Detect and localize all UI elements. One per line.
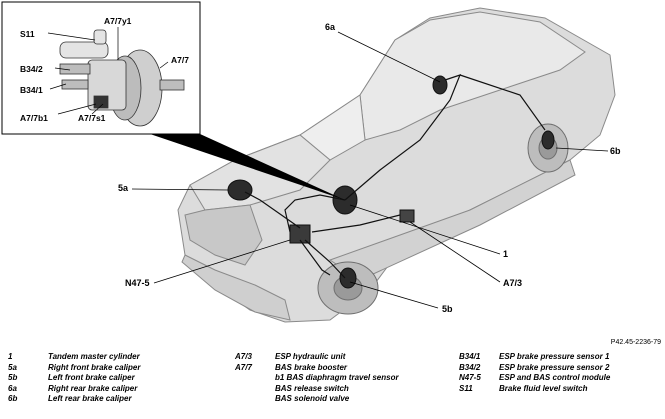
legend-code: B34/2 xyxy=(459,362,481,372)
legend-code: B34/1 xyxy=(459,352,481,361)
legend: 1 Tandem master cylinder 5a Right front br… xyxy=(8,352,663,418)
legend-item: A7/7 BAS brake booster xyxy=(235,363,399,374)
legend-text: BAS brake booster xyxy=(275,362,348,372)
legend-code: S11 xyxy=(459,383,473,393)
inset-label-s11: S11 xyxy=(20,29,35,39)
legend-text: BAS release switch xyxy=(275,383,349,393)
legend-text: Tandem master cylinder xyxy=(48,352,140,361)
inset-label-b341: B34/1 xyxy=(20,85,43,95)
inset-label-a77b1: A7/7b1 xyxy=(20,113,48,123)
legend-code: N47-5 xyxy=(459,373,481,383)
legend-code: 5a xyxy=(8,362,17,372)
callout-n475: N47-5 xyxy=(125,278,150,288)
legend-text: Left front brake caliper xyxy=(48,373,135,383)
legend-code: A7/7 xyxy=(235,362,252,372)
legend-item: 6a Right rear brake caliper xyxy=(8,384,140,395)
callout-6b: 6b xyxy=(610,146,621,156)
legend-text: Right front brake caliper xyxy=(48,362,141,372)
legend-column-2: A7/3 ESP hydraulic unit A7/7 BAS brake boo… xyxy=(235,352,399,405)
figure-reference: P42.45-2236-79 xyxy=(610,339,661,346)
legend-item: BAS solenoid valve xyxy=(235,394,399,405)
legend-item: BAS release switch xyxy=(235,384,399,395)
brake-lines xyxy=(244,74,546,279)
inset-pointer xyxy=(150,134,345,200)
caliper-6b xyxy=(541,130,555,150)
caliper-6a xyxy=(432,75,448,95)
inset-label-a77y1: A7/7y1 xyxy=(104,16,132,26)
callout-5b: 5b xyxy=(442,304,453,314)
legend-item: b1 BAS diaphragm travel sensor xyxy=(235,373,399,384)
legend-text: ESP brake pressure sensor 2 xyxy=(499,362,610,372)
legend-item: A7/3 ESP hydraulic unit xyxy=(235,352,399,363)
legend-item: 5a Right front brake caliper xyxy=(8,363,140,374)
inset-label-a77s1: A7/7s1 xyxy=(78,113,106,123)
legend-code: A7/3 xyxy=(235,352,252,361)
caliper-5a xyxy=(227,179,253,201)
legend-code: 6b xyxy=(8,394,18,404)
legend-text: Brake fluid level switch xyxy=(499,383,588,393)
legend-code: 1 xyxy=(8,352,13,361)
caliper-5b xyxy=(339,267,357,289)
callout-1: 1 xyxy=(503,249,508,259)
legend-column-1: 1 Tandem master cylinder 5a Right front br… xyxy=(8,352,140,405)
legend-item: S11 Brake fluid level switch xyxy=(459,384,610,395)
legend-text: b1 BAS diaphragm travel sensor xyxy=(275,373,399,383)
pedal-assembly xyxy=(399,209,415,223)
legend-text: BAS solenoid valve xyxy=(275,394,350,404)
legend-text: ESP brake pressure sensor 1 xyxy=(499,352,610,361)
callout-leaders xyxy=(131,31,609,309)
inset-label-b342: B34/2 xyxy=(20,64,43,74)
legend-code: 5b xyxy=(8,373,18,383)
legend-text: Left rear brake caliper xyxy=(48,394,132,404)
legend-item: 6b Left rear brake caliper xyxy=(8,394,140,405)
callout-5a: 5a xyxy=(118,183,129,193)
car-illustration xyxy=(177,7,616,323)
legend-code: 6a xyxy=(8,383,17,393)
inset-detail: S11 A7/7y1 A7/7 B34/2 B34/1 A7/7b1 A7/7s… xyxy=(1,1,201,135)
legend-text: ESP and BAS control module xyxy=(499,373,611,383)
legend-item: 5b Left front brake caliper xyxy=(8,373,140,384)
legend-item: N47-5 ESP and BAS control module xyxy=(459,373,610,384)
callout-a73: A7/3 xyxy=(503,278,522,288)
legend-text: Right rear brake caliper xyxy=(48,383,138,393)
inset-label-a77: A7/7 xyxy=(171,55,189,65)
legend-item: B34/1 ESP brake pressure sensor 1 xyxy=(459,352,610,363)
legend-text: ESP hydraulic unit xyxy=(275,352,346,361)
legend-item: B34/2 ESP brake pressure sensor 2 xyxy=(459,363,610,374)
legend-item: 1 Tandem master cylinder xyxy=(8,352,140,363)
esp-hydraulic-unit xyxy=(289,224,311,244)
callout-6a: 6a xyxy=(325,22,336,32)
